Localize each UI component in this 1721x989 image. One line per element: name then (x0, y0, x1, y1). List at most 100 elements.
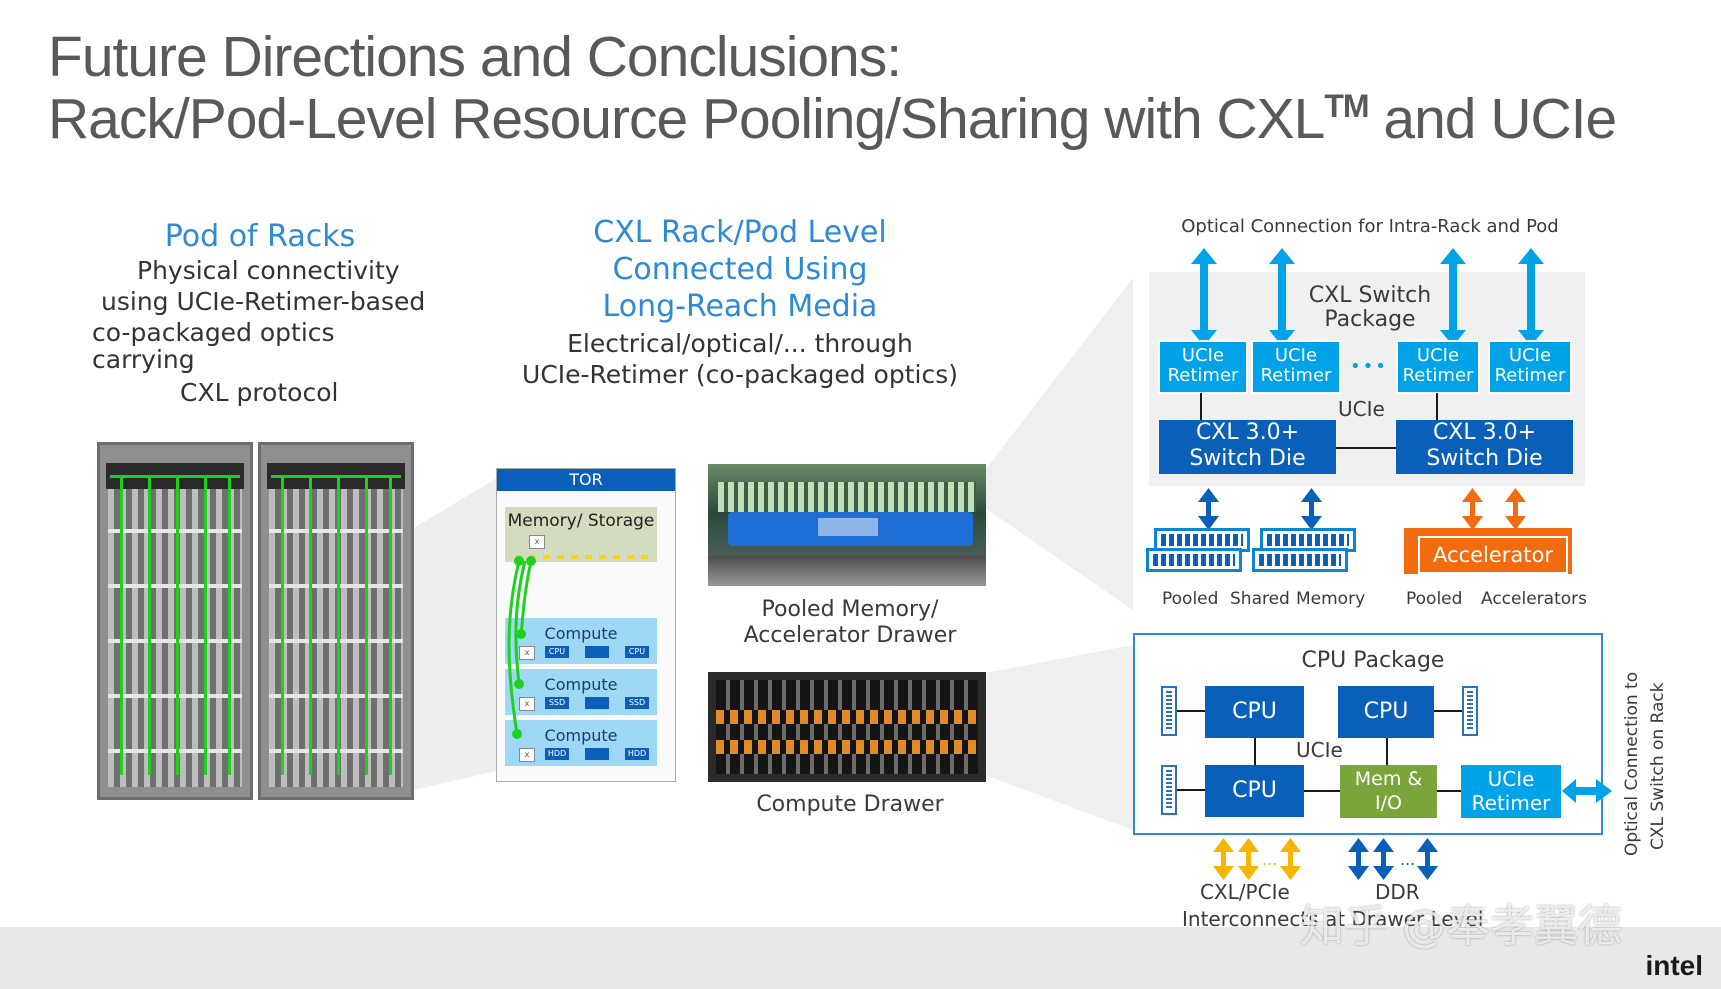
cxl-rack-heading-3: Long-Reach Media (602, 289, 878, 324)
memory-dimm-icon (1146, 548, 1242, 572)
switch-package-label-2: Package (1324, 307, 1416, 332)
drive-leds-row1 (716, 710, 978, 724)
die-line1: CXL 3.0+ (1195, 420, 1300, 445)
compute-slot-label: Compute (544, 675, 618, 694)
board-base (708, 556, 986, 586)
rack-green-link (204, 475, 207, 775)
pod-desc-5: CXL protocol (180, 378, 339, 407)
rack-green-link (148, 475, 151, 775)
memory-modules (718, 482, 976, 512)
mem-io-line1: Mem & (1354, 768, 1423, 790)
cpu-bottom-left: CPU (1205, 765, 1304, 817)
hdd-chip: HDD (545, 748, 569, 760)
die-line2: Switch Die (1189, 446, 1306, 471)
tor-rack: TOR Memory/ Storage x Compute x CPU CPU … (496, 468, 676, 782)
rack-green-link (110, 475, 240, 478)
card-label (818, 518, 878, 536)
cpu-top-right: CPU (1338, 686, 1434, 738)
server-rack-left (97, 442, 253, 800)
compute-slot-1: Compute x CPU CPU (505, 618, 657, 664)
memory-storage-label: Memory/ Storage (507, 511, 655, 531)
mem-cpu-link (1177, 710, 1205, 712)
rack-shelf (269, 529, 403, 533)
rack-green-link (389, 475, 392, 775)
cxl-dots: ... (1262, 850, 1278, 869)
mem-cpu-link (1177, 789, 1205, 791)
cxl-pcie-label: CXL/PCIe (1200, 880, 1290, 904)
memory-storage-slot: Memory/ Storage x (505, 507, 657, 562)
pod-desc-4: carrying (92, 345, 195, 374)
slide-title-line2: Rack/Pod-Level Resource Pooling/Sharing … (48, 86, 1617, 152)
ddr-memory-icon (1462, 686, 1478, 736)
accelerator-box: Accelerator (1418, 536, 1568, 574)
pooled-memory-drawer-photo (708, 464, 986, 586)
cpu-top-left: CPU (1205, 686, 1304, 738)
rack-shelf (108, 529, 242, 533)
memory-dotted-line (515, 555, 649, 559)
title-line2-end: and UCIe (1368, 87, 1617, 151)
pod-desc-2: using UCIe-Retimer-based (101, 287, 426, 316)
switch-die-left: CXL 3.0+Switch Die (1159, 420, 1336, 474)
retimer-line1: UCIe (1181, 345, 1225, 366)
retimer-ellipsis: ••• (1350, 356, 1388, 377)
mem-cpu-link (1434, 710, 1462, 712)
retimer-die-link (1436, 393, 1438, 420)
cpu-cpu-link (1254, 738, 1256, 765)
retimer-line1: UCIe (1508, 345, 1552, 366)
retimer-line1: UCIe (1274, 345, 1318, 366)
mem-io-line2: I/O (1375, 792, 1402, 814)
cxl-rack-desc-1: Electrical/optical/... through (567, 329, 913, 358)
cpu-chip: CPU (625, 646, 649, 658)
rack-shelf (269, 584, 403, 588)
ddr-memory-icon (1161, 686, 1177, 736)
compute-slot-2: Compute x SSD SSD (505, 669, 657, 715)
optical-connection-label: Optical Connection for Intra-Rack and Po… (1181, 216, 1559, 237)
switch-ucie-label: UCIe (1338, 397, 1385, 421)
rack-shelf (108, 694, 242, 698)
accelerators-label: Accelerators (1481, 589, 1587, 609)
retimer-die-link (1200, 393, 1202, 420)
rack-green-link (120, 475, 123, 775)
pod-desc-3: co-packaged optics (92, 318, 335, 347)
chip-cluster (585, 646, 609, 658)
rack-green-link (365, 475, 368, 775)
cpu-retimer-line1: UCIe (1487, 767, 1535, 791)
rack-green-link (337, 475, 340, 775)
compute-drawer-photo (708, 672, 986, 782)
rack-green-link (176, 475, 179, 775)
footer-band (0, 927, 1721, 989)
slot-x-marker: x (519, 646, 535, 660)
compute-drawer-label: Compute Drawer (756, 792, 944, 817)
retimer-line2: Retimer (1167, 365, 1239, 386)
chip-cluster (585, 697, 609, 709)
pooled-drawer-label-2: Accelerator Drawer (743, 623, 957, 648)
chip-cluster (585, 748, 609, 760)
switch-die-right: CXL 3.0+Switch Die (1396, 420, 1573, 474)
ssd-chip: SSD (625, 697, 649, 709)
die-to-die-link (1336, 447, 1396, 449)
pooled-accel-label: Pooled (1406, 589, 1463, 609)
memory-label: Memory (1296, 589, 1366, 609)
rack-green-link (309, 475, 312, 775)
cpu-chip: CPU (545, 646, 569, 658)
trademark-mark: TM (1324, 88, 1369, 124)
compute-slot-label: Compute (544, 726, 618, 745)
rack-green-link (271, 475, 401, 478)
intel-logo: intel (1645, 950, 1703, 981)
memio-retimer-link (1437, 790, 1461, 792)
hdd-chip: HDD (625, 748, 649, 760)
interconnects-label: Interconnects at Drawer Level (1182, 907, 1484, 931)
slot-x-marker: x (519, 697, 535, 711)
pooled-label: Pooled (1162, 589, 1219, 609)
ddr-label: DDR (1375, 880, 1420, 904)
memory-x-marker: x (529, 535, 545, 549)
